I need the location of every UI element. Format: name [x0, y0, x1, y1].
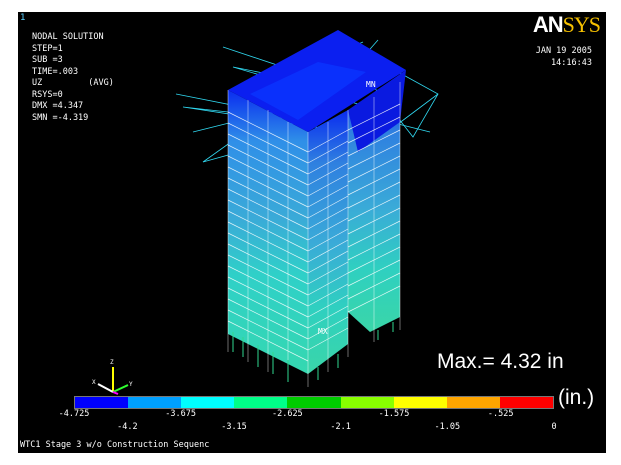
- date-text: JAN 19 2005: [535, 46, 592, 56]
- legend-tick-lower: -4.2: [117, 422, 138, 432]
- plot-subtitle: WTC1 Stage 3 w/o Construction Sequenc: [20, 440, 210, 450]
- contour-legend: [74, 396, 554, 409]
- logo-sys: SYS: [562, 12, 601, 37]
- time-text: 14:16:43: [551, 57, 592, 68]
- legend-swatch: [446, 397, 500, 408]
- legend-swatch: [393, 397, 447, 408]
- legend-swatch: [287, 397, 341, 408]
- legend-swatch: [181, 397, 235, 408]
- legend-tick-upper: -1.575: [378, 409, 410, 419]
- legend-tick-lower: -3.15: [221, 422, 247, 432]
- info-line: SUB =3: [32, 55, 63, 65]
- info-line: STEP=1: [32, 43, 63, 54]
- coordinate-triad-icon: Z X Y: [92, 359, 133, 395]
- legend-tick-upper: -2.625: [271, 409, 303, 419]
- triad-x-label: X: [92, 379, 96, 386]
- max-marker: MX: [318, 327, 328, 336]
- legend-tick-upper: -3.675: [165, 409, 197, 419]
- graphics-window[interactable]: 1 ANSYS JAN 19 2005 14:16:43 NODAL SOLUT…: [18, 12, 606, 453]
- legend-tick-lower: -2.1: [330, 422, 351, 432]
- legend-swatch: [234, 397, 288, 408]
- ansys-logo: ANSYS: [532, 12, 601, 38]
- window-number: 1: [20, 13, 26, 23]
- triad-z-label: Z: [110, 359, 114, 366]
- legend-swatch: [499, 397, 553, 408]
- legend-swatch: [128, 397, 182, 408]
- legend-ticks: -4.725 -3.675 -2.625 -1.575 -.525 -4.2 -3.15 -2…: [18, 12, 606, 453]
- info-line: RSYS=0: [32, 89, 63, 100]
- column-stubs: [232, 322, 394, 382]
- legend-tick-upper: -4.725: [58, 409, 90, 419]
- info-line: SMN =-4.319: [32, 112, 89, 123]
- legend-tick-lower: 0: [551, 422, 557, 432]
- building-model[interactable]: MN MX Z X Y: [18, 12, 606, 453]
- solution-info: NODAL SOLUTION STEP=1 SUB =3 TIME=.003 U…: [32, 32, 114, 124]
- legend-swatch: [340, 397, 394, 408]
- min-marker: MN: [366, 80, 376, 89]
- info-line: DMX =4.347: [32, 101, 84, 111]
- info-line: UZ (AVG): [32, 78, 114, 88]
- triad-y-label: Y: [129, 381, 133, 388]
- info-line: NODAL SOLUTION: [32, 32, 104, 42]
- legend-tick-lower: -1.05: [434, 422, 461, 432]
- legend-swatch: [75, 397, 129, 408]
- columns: [227, 82, 401, 387]
- timestamp: JAN 19 2005 14:16:43: [536, 46, 592, 69]
- unit-annotation: (in.): [558, 386, 595, 409]
- legend-tick-upper: -.525: [487, 409, 514, 419]
- info-line: TIME=.003: [32, 66, 79, 77]
- max-annotation: Max.= 4.32 in: [437, 350, 564, 373]
- logo-an: AN: [532, 12, 564, 37]
